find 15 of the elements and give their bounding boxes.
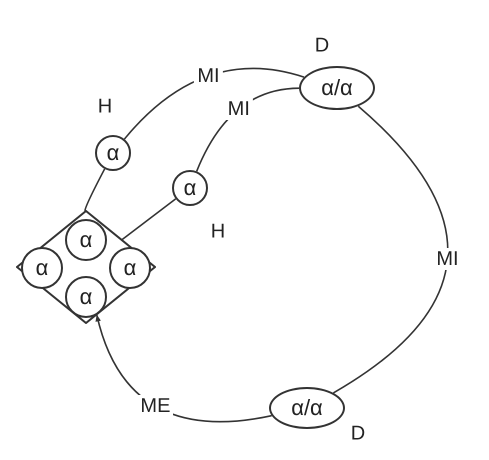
subunit-circle: α <box>109 247 151 289</box>
edge-label: ME <box>137 395 174 418</box>
node-caption: D <box>314 34 330 58</box>
edge-label: MI <box>224 98 253 120</box>
node-caption: D <box>350 422 366 446</box>
connector-line <box>122 198 176 240</box>
subunit-circle: α <box>172 170 208 206</box>
dimer-ellipse: α/α <box>299 66 375 110</box>
node-caption: H <box>98 96 112 118</box>
connector-line <box>84 168 106 211</box>
subunit-circle: α <box>21 247 63 289</box>
connector-line <box>332 106 448 394</box>
node-caption: H <box>210 220 226 244</box>
subunit-circle: α <box>95 135 131 171</box>
dimer-ellipse: α/α <box>269 387 345 429</box>
